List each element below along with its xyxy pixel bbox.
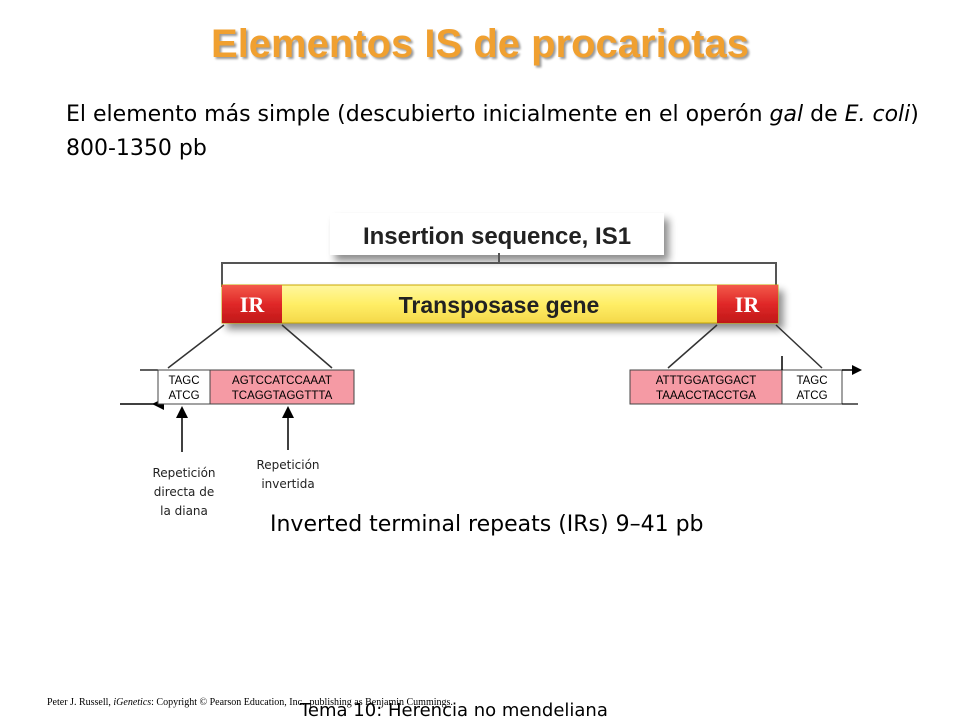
inverted-repeat-label-line1: Repetición xyxy=(256,458,319,472)
right-ir-box xyxy=(717,285,778,323)
heading-background xyxy=(330,213,664,255)
right-ir-top: ATTTGGATGGACT xyxy=(656,375,757,387)
intro-text: El elemento más simple (descubierto inic… xyxy=(66,98,936,166)
image-credit: Peter J. Russell, iGenetics: Copyright ©… xyxy=(47,697,453,708)
left-ir-seq-box xyxy=(209,369,355,405)
left-ir-box xyxy=(222,285,282,323)
left-target-box xyxy=(157,369,211,405)
right-target-box xyxy=(781,369,843,405)
ir-length-caption: Inverted terminal repeats (IRs) 9–41 pb xyxy=(270,512,704,537)
left-target-bottom: ATCG xyxy=(168,390,199,402)
credit-book: iGenetics xyxy=(113,697,152,708)
intro-part-2: de xyxy=(803,102,845,127)
left-ir-label: IR xyxy=(240,292,266,317)
direct-repeat-label-line1: Repetición xyxy=(152,466,215,480)
direct-repeat-label-line3: la diana xyxy=(160,504,208,518)
zoom-lines xyxy=(167,324,823,369)
direct-repeat-label-line2: directa de xyxy=(154,485,214,499)
left-ir-top: AGTCCATCCAAAT xyxy=(232,375,332,387)
slide-title: Elementos IS de procariotas xyxy=(211,22,749,66)
right-target-top: TAGC xyxy=(796,375,827,387)
element-bracket xyxy=(221,253,777,287)
left-target-top: TAGC xyxy=(168,375,199,387)
right-flank-arrowhead xyxy=(852,365,862,375)
intro-part-1: El elemento más simple (descubierto inic… xyxy=(66,102,770,127)
diagram-heading-group xyxy=(330,213,664,255)
left-ir-bottom: TCAGGTAGGTTTA xyxy=(232,390,333,402)
credit-prefix: Peter J. Russell, xyxy=(47,697,114,708)
ecoli-term: E. coli xyxy=(844,102,911,127)
transposase-gene-label: Transposase gene xyxy=(399,292,600,318)
right-ir-label: IR xyxy=(735,292,761,317)
element-bar xyxy=(221,284,779,324)
inverted-repeat-arrowhead xyxy=(282,406,294,418)
direct-repeat-arrowhead xyxy=(176,406,188,418)
right-target-bottom: ATCG xyxy=(796,390,827,402)
credit-rest: : Copyright © Pearson Education, Inc., p… xyxy=(151,697,453,708)
gal-operon-term: gal xyxy=(769,102,804,127)
footer-topic: Tema 10: Herencia no mendeliana xyxy=(300,700,608,721)
intro-part-3: ) 800-1350 pb xyxy=(66,102,919,161)
diagram-heading: Insertion sequence, IS1 xyxy=(363,223,631,250)
inverted-repeat-label-line2: invertida xyxy=(261,477,314,491)
right-ir-bottom: TAAACCTACCTGA xyxy=(656,390,756,402)
